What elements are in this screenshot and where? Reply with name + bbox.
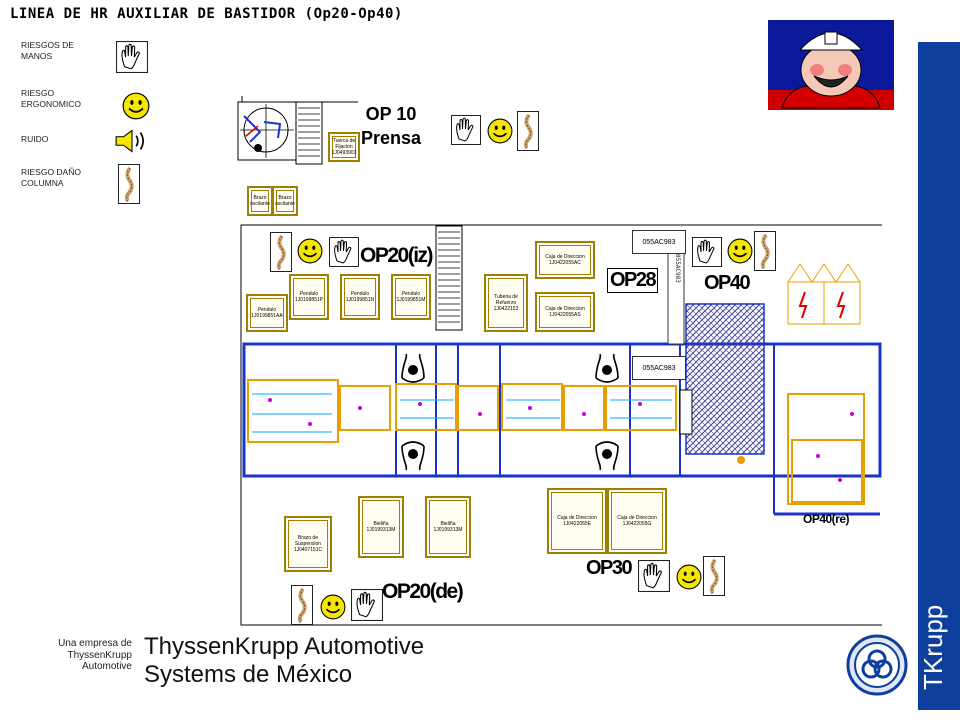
legend-label-ergonomic: RIESGO ERGONOMICO xyxy=(21,88,81,109)
smiley-icon xyxy=(122,92,150,120)
pendulum-label-0: Pendulo 1J0199851AA xyxy=(251,307,283,319)
code-strip-text: 055AC983 xyxy=(674,254,681,283)
op20-iz-label: OP20(iz) xyxy=(360,244,434,267)
hand-icon xyxy=(638,559,670,593)
reinforcement-tube-box: Tuberia de Refuerzo 1J0422153 xyxy=(484,274,528,332)
legend-label-noise: RUIDO xyxy=(21,134,49,144)
thyssenkrupp-logo-icon xyxy=(846,634,908,696)
suspension-arm-box: Brazo de Suspension 1J0407151C xyxy=(284,516,332,572)
pendulum-label-1: Pendulo 1J0199851P xyxy=(294,291,324,303)
code-box-1: 055AC983 xyxy=(632,230,686,254)
pendulum-label-2: Pendulo 1J0199851N xyxy=(345,291,375,303)
operator-icon xyxy=(595,441,619,471)
spine-icon xyxy=(291,584,313,626)
spine-icon xyxy=(754,230,776,272)
company-name: ThyssenKrupp Automotive Systems de Méxic… xyxy=(144,633,424,689)
hand-icon xyxy=(329,236,359,268)
legend-label-spine: RIESGO DAÑO COLUMNA xyxy=(21,167,81,188)
smiley-icon xyxy=(297,238,323,264)
oscillating-arm-box-2: Brazo oscilante xyxy=(272,186,298,216)
company-name-line-1: ThyssenKrupp Automotive xyxy=(144,633,425,660)
smiley-icon xyxy=(676,564,702,590)
pendulum-box-2: Pendulo 1J0199851N xyxy=(340,274,380,320)
op20-de-label: OP20(de) xyxy=(382,580,464,603)
steering-box-1: Caja de Direccion 1J0422055AC xyxy=(535,241,595,279)
suspension-arm-label: Brazo de Suspension 1J0407151C xyxy=(293,535,323,553)
brand-sidebar xyxy=(918,42,960,710)
op10-subtitle: Prensa xyxy=(361,128,422,148)
code-label-2: 055AC983 xyxy=(642,364,676,372)
legend-label-hands: RIESGOS DE MANOS xyxy=(21,40,74,61)
hand-icon xyxy=(351,588,383,622)
pendulum-box-0: Pendulo 1J0199851AA xyxy=(246,294,288,332)
spine-icon xyxy=(118,163,140,205)
smiley-icon xyxy=(320,594,346,620)
steering-label-4: Caja de Direccion 1J0422055G xyxy=(617,515,657,527)
op28-label: OP28 xyxy=(607,268,659,293)
hinge-box-2: Bieliña 1J0199313M xyxy=(425,496,471,558)
line-layout-drawing: 055AC983 xyxy=(240,224,882,626)
op10-title: OP 10 xyxy=(365,104,417,124)
company-name-line-2: Systems de México xyxy=(144,661,353,688)
op40-re-label: OP40(re) xyxy=(803,512,850,526)
steering-label-3: Caja de Direccion 1J0422055E xyxy=(557,515,597,527)
smiley-icon xyxy=(727,238,753,264)
hinge-label-1: Bieliña 1J0199313M xyxy=(366,521,396,533)
op10-press-drawing xyxy=(237,96,358,165)
oscillating-arm-label-2: Brazo oscilante xyxy=(275,195,295,207)
hand-icon xyxy=(451,114,481,146)
company-parent-line-3: Automotive xyxy=(81,661,132,672)
operator-icon xyxy=(595,353,619,383)
operator-icon xyxy=(401,353,425,383)
op30-label: OP30 xyxy=(586,557,633,579)
operator-icon xyxy=(401,441,425,471)
brand-label: TKrupp xyxy=(918,604,948,690)
spine-icon xyxy=(517,110,539,152)
pendulum-box-3: Pendulo 1J0199851M xyxy=(391,274,431,320)
hand-icon xyxy=(116,40,148,74)
oscillating-arm-label-1: Brazo oscilante xyxy=(250,195,270,207)
company-parent-line-2: ThyssenKrupp xyxy=(67,649,132,661)
page-title: LINEA DE HR AUXILIAR DE BASTIDOR (Op20-O… xyxy=(10,6,403,22)
company-parent-label: Una empresa de ThyssenKrupp Automotive xyxy=(28,638,132,673)
pendulum-label-3: Pendulo 1J0199851M xyxy=(396,291,426,303)
safety-mascot-image xyxy=(768,20,894,110)
speaker-icon xyxy=(115,129,144,153)
steering-box-3: Caja de Direccion 1J0422055E xyxy=(547,488,607,554)
hinge-box-1: Bieliña 1J0199313M xyxy=(358,496,404,558)
company-parent-line-1: Una empresa de xyxy=(58,638,132,649)
hand-icon xyxy=(692,236,722,268)
steering-label-1: Caja de Direccion 1J0422055AC xyxy=(545,254,585,266)
steering-box-4: Caja de Direccion 1J0422055G xyxy=(607,488,667,554)
hinge-label-2: Bieliña 1J0199313M xyxy=(433,521,463,533)
press-part-box: Tuerca de Fijacion 1J0493903 xyxy=(328,132,360,162)
reinforcement-tube-label: Tuberia de Refuerzo 1J0422153 xyxy=(493,294,519,312)
pendulum-box-1: Pendulo 1J0199851P xyxy=(289,274,329,320)
spine-icon xyxy=(703,556,725,596)
op40-label: OP40 xyxy=(704,272,751,294)
code-box-2: 055AC983 xyxy=(632,356,686,380)
oscillating-arm-box-1: Brazo oscilante xyxy=(247,186,273,216)
op10-label: OP 10 Prensa xyxy=(361,102,421,150)
press-part-label: Tuerca de Fijacion 1J0493903 xyxy=(331,138,357,156)
code-label-1: 055AC983 xyxy=(642,238,676,246)
steering-box-2: Caja de Direccion 1J0422055AS xyxy=(535,292,595,332)
spine-icon xyxy=(270,232,292,272)
smiley-icon xyxy=(487,118,513,144)
steering-label-2: Caja de Direccion 1J0422055AS xyxy=(545,306,585,318)
